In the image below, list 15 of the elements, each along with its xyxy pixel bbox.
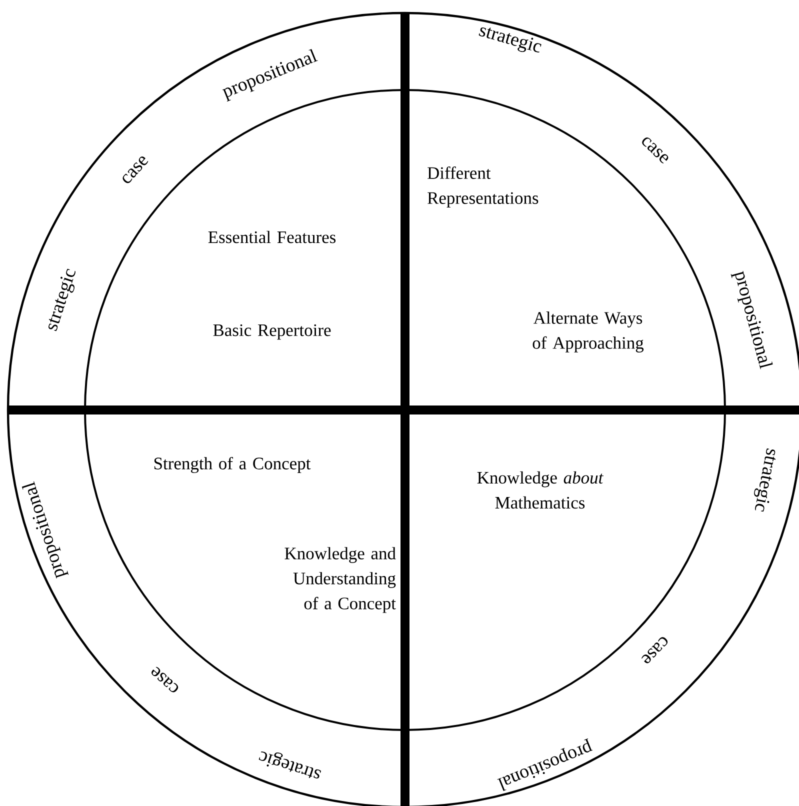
- ring-label: case: [642, 637, 668, 664]
- ring-label: strategic: [258, 752, 322, 778]
- ring-label: strategic: [478, 27, 542, 52]
- quadrant-label: Basic Repertoire: [213, 324, 331, 340]
- quadrant-label: Different Representations: [428, 166, 538, 208]
- quadrant-label: Strength of a Concept: [154, 456, 311, 474]
- quadrant-label: Alternate Ways of Approaching: [532, 312, 644, 352]
- ring-label: case: [642, 137, 668, 164]
- quadrant-label: Knowledge about Mathematics: [477, 471, 604, 509]
- quadrant-label: Knowledge and Understanding of a Concept: [284, 547, 396, 613]
- ring-label: case: [152, 666, 178, 692]
- ring-label: case: [122, 156, 148, 184]
- ring-label: strategic: [48, 268, 76, 332]
- quadrant-label: Essential Features: [208, 230, 336, 244]
- ring-label: strategic: [754, 448, 776, 512]
